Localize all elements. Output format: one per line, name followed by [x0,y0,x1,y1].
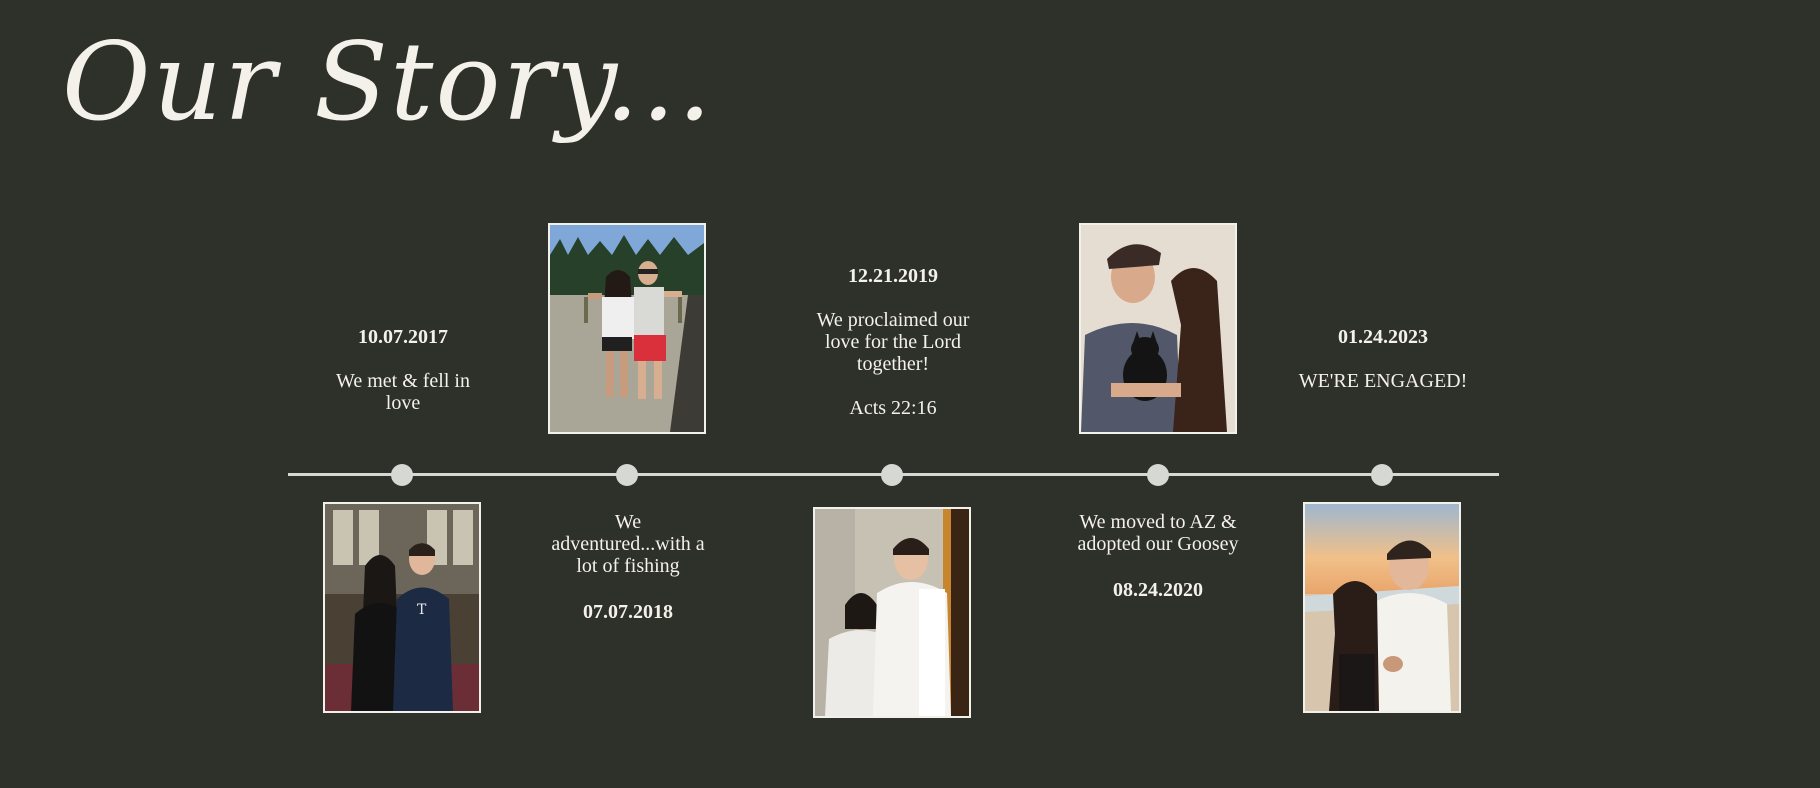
timeline-event-5: 01.24.2023 WE'RE ENGAGED! [1298,326,1468,392]
event-description: We met & fell in love [336,370,470,414]
couple-fishing-photo [548,223,706,434]
timeline-event-3: 12.21.2019 We proclaimed our love for th… [808,265,978,419]
event-description: We adventured...with a lot of fishing [551,511,705,577]
event-description: We moved to AZ & adopted our Goosey [1077,511,1239,555]
event-date: 01.24.2023 [1338,326,1428,348]
event-date: 08.24.2020 [1113,579,1203,601]
timeline-dot-2 [616,464,638,486]
couple-indoor-photo: T [323,502,481,713]
couple-baptism-photo [813,507,971,718]
event-date: 12.21.2019 [848,265,938,287]
timeline-event-1: 10.07.2017 We met & fell in love [318,326,488,414]
timeline-event-2: We adventured...with a lot of fishing 07… [543,511,713,623]
page-title: Our Story... [62,20,714,145]
timeline-dot-3 [881,464,903,486]
event-date: 10.07.2017 [358,326,448,348]
event-description: We proclaimed our love for the Lord toge… [816,309,970,375]
timeline-dot-5 [1371,464,1393,486]
timeline-dot-4 [1147,464,1169,486]
event-description: WE'RE ENGAGED! [1298,370,1468,392]
timeline-dot-1 [391,464,413,486]
couple-with-cat-photo [1079,223,1237,434]
svg-text:T: T [417,602,427,618]
couple-beach-engagement-photo [1303,502,1461,713]
timeline-event-4: We moved to AZ & adopted our Goosey 08.2… [1073,511,1243,601]
event-verse: Acts 22:16 [849,397,937,419]
event-date: 07.07.2018 [583,601,673,623]
